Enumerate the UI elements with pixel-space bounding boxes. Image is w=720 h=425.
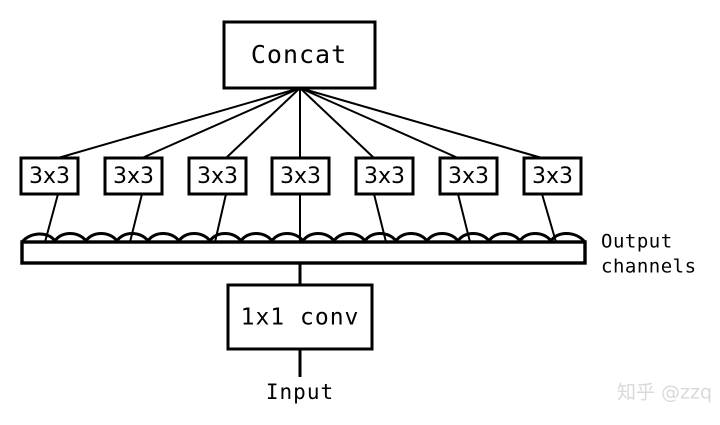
branch-box[interactable]: 3x3 bbox=[187, 156, 248, 196]
branch-box[interactable]: 3x3 bbox=[270, 156, 331, 196]
branch-box-label: 3x3 bbox=[280, 164, 321, 189]
branch-box[interactable]: 3x3 bbox=[354, 156, 415, 196]
concat-box[interactable]: Concat bbox=[222, 20, 377, 90]
concat-box-label: Concat bbox=[251, 40, 347, 69]
branch-box-label: 3x3 bbox=[364, 164, 405, 189]
branch-box-label: 3x3 bbox=[448, 164, 489, 189]
output-channels-label-line1: Output bbox=[601, 231, 673, 253]
branch-box-label: 3x3 bbox=[29, 164, 70, 189]
conv-box-label: 1x1 conv bbox=[241, 305, 360, 331]
concat-fanout-edges bbox=[57, 87, 543, 159]
branch-box[interactable]: 3x3 bbox=[438, 156, 499, 196]
branch-box-label: 3x3 bbox=[197, 164, 238, 189]
output-channels-bar bbox=[20, 240, 587, 265]
branch-box[interactable]: 3x3 bbox=[103, 156, 164, 196]
branch-box[interactable]: 3x3 bbox=[19, 156, 80, 196]
conv-box[interactable]: 1x1 conv bbox=[226, 283, 374, 351]
output-channels-label-line2: channels bbox=[601, 256, 697, 278]
branch-box-label: 3x3 bbox=[113, 164, 154, 189]
watermark-label: 知乎 @zzq bbox=[617, 382, 712, 404]
input-label: Input bbox=[266, 380, 334, 404]
branch-box[interactable]: 3x3 bbox=[522, 156, 583, 196]
branch-box-label: 3x3 bbox=[532, 164, 573, 189]
